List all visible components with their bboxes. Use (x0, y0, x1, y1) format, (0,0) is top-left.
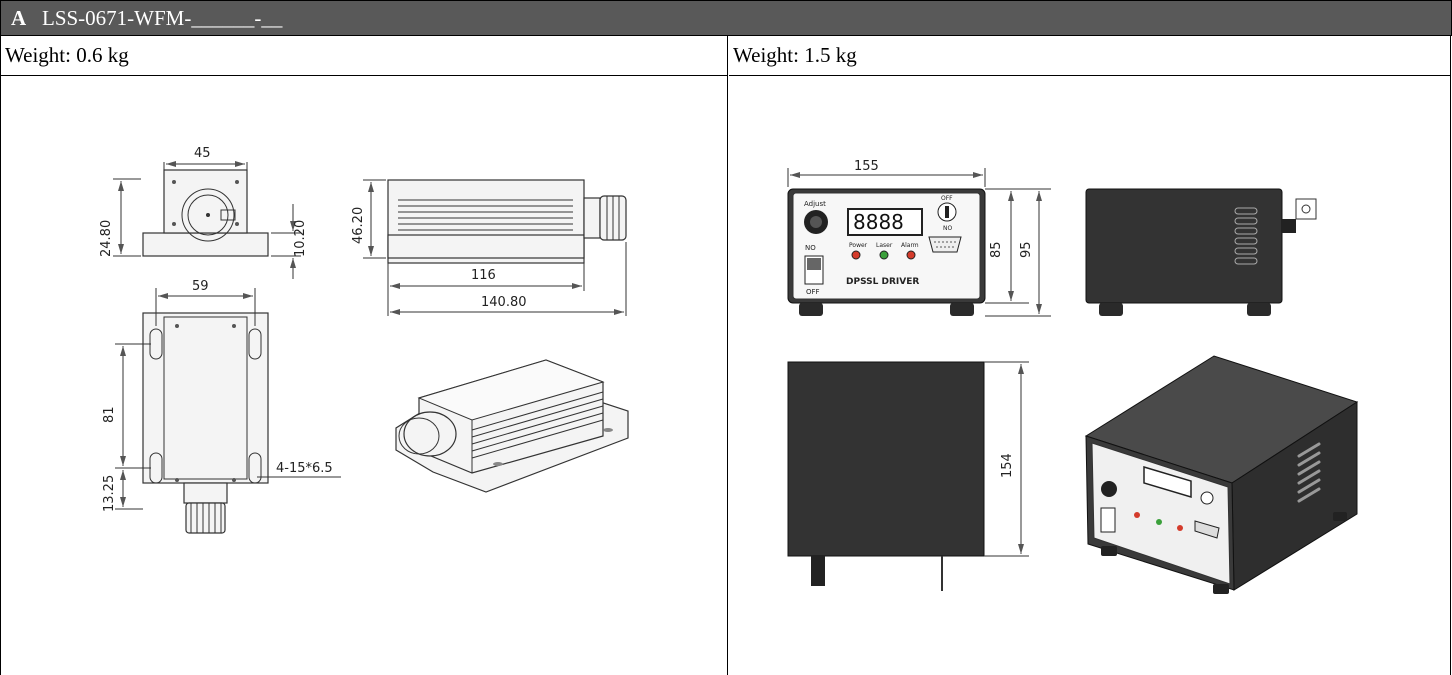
front-lens-tab (220, 209, 236, 221)
laser-head-svg: 45 24.80 10.20 (99, 146, 629, 534)
dim-85: 85 (989, 241, 1004, 258)
driver-label: DPSSL DRIVER (846, 277, 919, 287)
top-lens-barrel (185, 502, 226, 534)
dim-140-80: 140.80 (481, 295, 527, 310)
digital-display (847, 208, 923, 236)
db-connector-icon (928, 236, 962, 253)
alarm-label: Alarm (901, 242, 919, 249)
key-on-label: NO (943, 225, 952, 232)
driver-top-view: 154 (787, 361, 1029, 591)
mount-slot (248, 452, 262, 484)
driver-top-body (787, 361, 985, 557)
right-weight-cell: Weight: 1.5 kg (729, 35, 1451, 76)
iso-vents (1297, 442, 1321, 503)
front-lens-inner (187, 194, 229, 236)
dim-24-80: 24.80 (99, 220, 114, 257)
side-view: 46.20 116 140.80 (351, 179, 627, 316)
iso-front-panel (1091, 442, 1231, 585)
dim-13-25: 13.25 (102, 475, 117, 512)
iso-fins (471, 391, 604, 459)
section-letter: A (11, 6, 27, 30)
table-header: A LSS-0671-WFM-______-__ (0, 0, 1452, 36)
column-divider (727, 35, 728, 675)
vent-slots (1234, 207, 1258, 265)
laser-head-drawing: 45 24.80 10.20 (0, 76, 727, 675)
iso-housing-top (417, 359, 605, 421)
dim-95: 95 (1019, 241, 1034, 258)
dim-155: 155 (854, 159, 879, 174)
off-label: OFF (806, 288, 820, 296)
front-screw (172, 222, 176, 226)
front-housing (163, 169, 248, 234)
driver-front-view: Adjust 8888 OFF NO Power Laser Alarm NO (787, 159, 1051, 317)
side-base (387, 234, 585, 259)
left-weight-label: Weight: 0.6 kg (5, 43, 129, 67)
driver-drawing: Adjust 8888 OFF NO Power Laser Alarm NO (729, 76, 1451, 675)
top-collar (183, 482, 228, 504)
side-fins (398, 199, 573, 231)
dim-hole-spec: 4-15*6.5 (276, 461, 333, 476)
driver-side-body (1085, 188, 1283, 304)
laser-led-icon (879, 250, 889, 260)
driver-svg: Adjust 8888 OFF NO Power Laser Alarm NO (787, 159, 1359, 594)
dim-116: 116 (471, 268, 496, 283)
front-lens-outer (181, 188, 235, 242)
left-weight-cell: Weight: 0.6 kg (0, 35, 728, 76)
iso-lens-face (398, 417, 440, 455)
side-collar (583, 197, 601, 239)
power-label: Power (849, 242, 868, 249)
laser-label: Laser (876, 242, 893, 249)
power-led-icon (851, 250, 861, 260)
model-number: LSS-0671-WFM-______-__ (42, 6, 283, 30)
dim-45: 45 (194, 146, 211, 161)
top-knob-icon (811, 556, 825, 586)
top-housing (163, 316, 248, 480)
driver-foot (799, 303, 823, 316)
driver-side-view (1085, 188, 1317, 316)
front-view: 45 24.80 10.20 (99, 146, 308, 279)
front-lens-center (206, 213, 210, 217)
iso-view (395, 359, 629, 493)
front-screw (172, 180, 176, 184)
alarm-led-icon (906, 250, 916, 260)
front-screw (235, 222, 239, 226)
dim-59: 59 (192, 279, 209, 294)
front-screw (235, 180, 239, 184)
driver-iso-view (1084, 355, 1359, 594)
driver-front-panel (792, 192, 981, 300)
display-digits: 8888 (853, 210, 904, 234)
right-weight-label: Weight: 1.5 kg (733, 43, 857, 67)
dim-154: 154 (1000, 453, 1015, 478)
dim-10-20: 10.20 (293, 220, 308, 257)
dim-46-20: 46.20 (351, 207, 366, 244)
key-off-label: OFF (941, 195, 953, 202)
driver-foot (950, 303, 974, 316)
front-base-plate (142, 232, 269, 257)
side-key-icon (1295, 198, 1317, 220)
adjust-label: Adjust (804, 200, 826, 208)
mount-slot (248, 328, 262, 360)
dim-81: 81 (102, 406, 117, 423)
on-label: NO (805, 244, 816, 252)
iso-lens-barrel (403, 411, 457, 457)
top-view: 59 81 13.25 4-15*6.5 (102, 279, 341, 534)
